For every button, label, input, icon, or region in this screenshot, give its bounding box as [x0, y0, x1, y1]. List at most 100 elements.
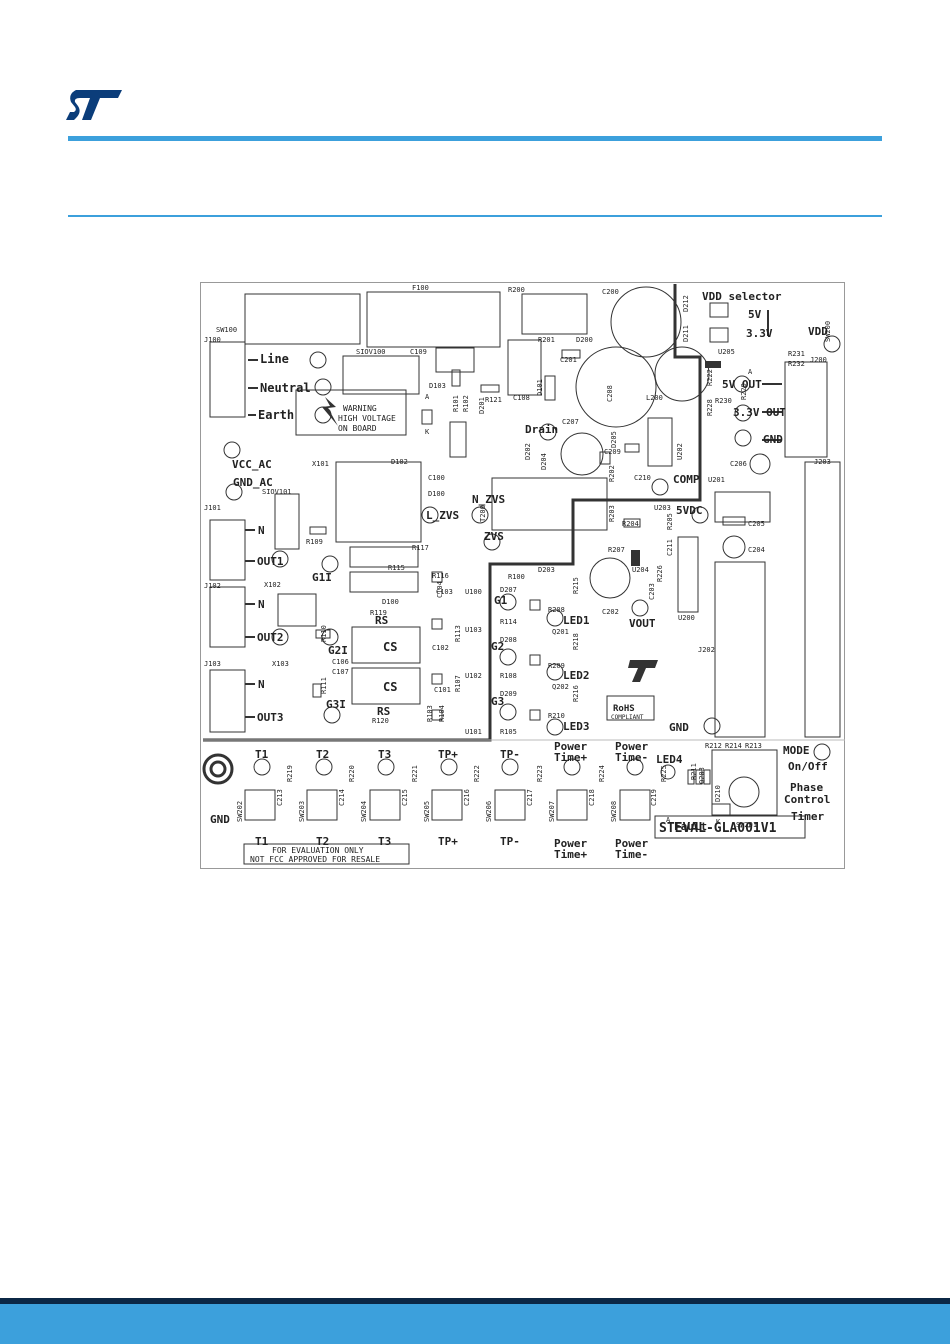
label-3-3v: 3.3V: [746, 327, 773, 340]
designator: R219: [286, 765, 294, 782]
label-zvs: ZVS: [484, 530, 504, 543]
designator: R223: [536, 765, 544, 782]
designator: C216: [463, 789, 471, 806]
designator: C208: [606, 385, 614, 402]
designator: D203: [538, 566, 555, 574]
designator: A: [425, 393, 430, 401]
designator: C217: [526, 789, 534, 806]
designator: R216: [572, 685, 580, 702]
designator: R213: [745, 742, 762, 750]
board-name: STEVAL-GLA001V1: [659, 821, 777, 836]
label-neutral: Neutral: [260, 381, 311, 395]
designator: SW206: [485, 801, 493, 822]
designator: R222: [473, 765, 481, 782]
designator: U202: [676, 443, 684, 460]
designator: C200: [602, 288, 619, 296]
label-gnd-mid: GND: [669, 721, 689, 734]
designator: J103: [204, 660, 221, 668]
designator: D102: [391, 458, 408, 466]
designator: R209: [548, 662, 565, 670]
rohs-compliant: COMPLIANT: [611, 714, 644, 721]
label-power-bottom-2: Power: [615, 837, 648, 850]
designator: T200: [479, 505, 487, 522]
designator: D211: [682, 325, 690, 342]
label-mode: MODE: [783, 744, 810, 757]
label-power-bottom-1: Power: [554, 837, 587, 850]
designator: C215: [401, 789, 409, 806]
label-g3: G3: [491, 695, 504, 708]
section-rule: [68, 215, 882, 217]
rohs-mark: RoHS: [613, 704, 635, 714]
label-t3-bottom: T3: [378, 835, 391, 848]
designator: R204: [622, 520, 639, 528]
designator: D103: [429, 382, 446, 390]
designator: D207: [500, 586, 517, 594]
designator: R225: [660, 765, 668, 782]
warning-line-3: ON BOARD: [338, 424, 377, 433]
designator: D205: [610, 431, 618, 448]
label-g1: G1: [494, 594, 508, 607]
label-tp-plus-top: TP+: [438, 748, 458, 761]
designator: U201: [708, 476, 725, 484]
label-t1-top: T1: [255, 748, 269, 761]
label-g3i: G3I: [326, 698, 346, 711]
designator: U205: [718, 348, 735, 356]
designator: C218: [588, 789, 596, 806]
label-timer: Timer: [791, 810, 824, 823]
designator: X101: [312, 460, 329, 468]
designator: R224: [598, 765, 606, 782]
designator: R215: [572, 577, 580, 594]
designator: R212: [705, 742, 722, 750]
designator: J200: [810, 356, 827, 364]
label-5v: 5V: [748, 308, 762, 321]
designator: U203: [654, 504, 671, 512]
label-fault: Fault: [674, 820, 707, 833]
disclaimer-line-2: NOT FCC APPROVED FOR RESALE: [250, 855, 380, 864]
designator: R208: [548, 606, 565, 614]
designator: R104: [438, 705, 446, 722]
designator: U102: [465, 672, 482, 680]
designator: U200: [678, 614, 695, 622]
designator: D208: [500, 636, 517, 644]
label-time-plus-top: Time+: [554, 751, 587, 764]
label-out1: OUT1: [257, 555, 284, 568]
designator: R107: [454, 675, 462, 692]
label-g2: G2: [491, 640, 504, 653]
header-rule: [68, 136, 882, 141]
designator: R211: [690, 763, 698, 780]
label-vdd: VDD: [808, 325, 828, 338]
label-t1-bottom: T1: [255, 835, 269, 848]
warning-line-1: WARNING: [343, 404, 377, 413]
designator: A: [748, 368, 753, 376]
designator: F100: [412, 284, 429, 292]
disclaimer-line-1: FOR EVALUATION ONLY: [272, 846, 364, 855]
label-out3: OUT3: [257, 711, 284, 724]
label-line: Line: [260, 352, 289, 366]
warning-line-2: HIGH VOLTAGE: [338, 414, 396, 423]
label-phase: Phase: [790, 781, 823, 794]
label-on-off: On/Off: [788, 760, 828, 773]
designator: R105: [500, 728, 517, 736]
designator: C204: [748, 546, 765, 554]
label-n-1: N: [258, 524, 265, 537]
designator: C210: [634, 474, 651, 482]
designator: R109: [306, 538, 323, 546]
designator: R230: [715, 397, 732, 405]
designator: SW203: [298, 801, 306, 822]
designator: R119: [370, 609, 387, 617]
designator: R111: [320, 677, 328, 694]
label-n-2: N: [258, 598, 265, 611]
designator: U101: [465, 728, 482, 736]
designator: U100: [465, 588, 482, 596]
label-tp-minus-top: TP-: [500, 748, 520, 761]
designator: C103: [436, 588, 453, 596]
label-time-minus-top: Time-: [615, 751, 648, 764]
designator: R114: [500, 618, 517, 626]
label-cs-1: CS: [383, 640, 397, 654]
designator: R100: [508, 573, 525, 581]
designator: SW200: [824, 321, 832, 342]
designator: R220: [348, 765, 356, 782]
vdd-selector-label: VDD selector: [702, 290, 782, 303]
designator: A: [666, 816, 671, 824]
designator: C102: [432, 644, 449, 652]
